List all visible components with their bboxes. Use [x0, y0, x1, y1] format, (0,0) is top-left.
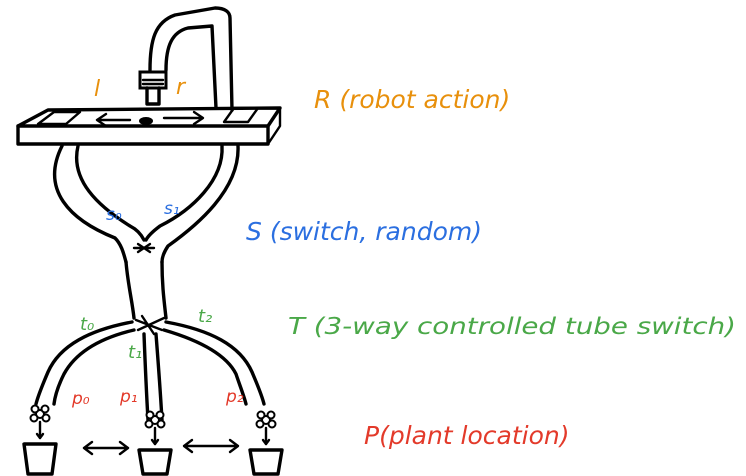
plant-1-label: p₁	[119, 387, 138, 407]
plant-0-label: p₀	[71, 389, 90, 409]
switch-0-label: s₀	[106, 205, 122, 225]
right-pad	[222, 106, 260, 124]
robot-arm	[138, 6, 234, 112]
flower-pot-icon	[22, 404, 58, 476]
robot-left-label: l	[94, 77, 100, 102]
tube-0-label: t₀	[80, 314, 94, 335]
switch-tubes	[52, 144, 240, 264]
legend-plant: P(plant location)	[364, 421, 570, 450]
tube-switch-node	[134, 314, 166, 336]
left-pad	[36, 110, 82, 126]
double-arrow-icon	[82, 440, 130, 456]
robot-center-dot	[139, 117, 153, 125]
flower-pot-icon	[248, 410, 284, 476]
switch-1-label: s₁	[164, 199, 180, 219]
switch-node	[132, 242, 156, 254]
double-arrow-icon	[182, 438, 240, 454]
plant-2-label: p₂	[225, 387, 244, 407]
arrow-left-icon	[95, 112, 132, 128]
legend-switch: S (switch, random)	[246, 217, 482, 246]
robot-right-label: r	[176, 75, 187, 100]
tube-1-label: t₁	[128, 342, 142, 363]
tube-switch	[34, 260, 266, 422]
legend-robot: R (robot action)	[314, 85, 510, 114]
arrow-right-icon	[162, 110, 205, 126]
tube-2-label: t₂	[198, 306, 212, 327]
legend-tube: T (3-way controlled tube switch)	[288, 314, 736, 340]
platform	[16, 106, 282, 146]
flower-pot-icon	[137, 410, 173, 476]
